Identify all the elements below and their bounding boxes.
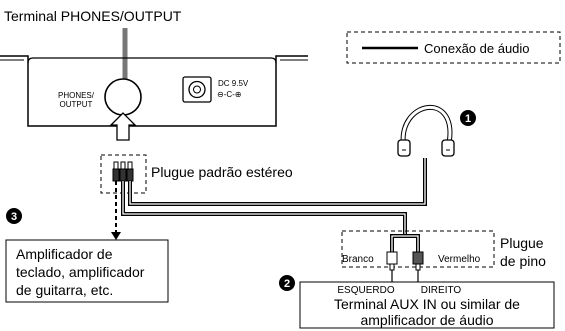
- stereo-plug-label: Plugue padrão estéreo: [151, 164, 293, 180]
- legend-box: [346, 31, 561, 64]
- marker-amplifier-number: 2: [284, 278, 290, 290]
- red-pin-plug-icon: [412, 251, 424, 271]
- pin-plug-label-line1: Plugue: [500, 235, 544, 251]
- red-plug-label: Vermelho: [438, 254, 481, 265]
- aux-in-line2: amplificador de áudio: [360, 312, 493, 328]
- marker-amplifier: [279, 275, 295, 291]
- left-channel-label: ESQUERDO: [337, 285, 394, 296]
- phones-output-jack[interactable]: [104, 78, 142, 116]
- jack-label-line2: OUTPUT: [60, 100, 93, 109]
- audio-cable-inner: [122, 181, 406, 236]
- audio-cable-outer: [121, 181, 407, 236]
- keyboard-amp-box: [5, 239, 169, 303]
- cable-arrow-icon: [111, 232, 121, 240]
- white-plug-label: Branco: [342, 254, 374, 265]
- dc-polarity-symbol: ⊖-C-⊕: [217, 90, 242, 99]
- keyboard-back-panel: [0, 55, 308, 127]
- pin-plug-box: [341, 230, 495, 268]
- jack-label-line1: PHONES/: [58, 91, 95, 100]
- marker-headphones: [460, 110, 476, 126]
- insert-arrow-icon: [109, 112, 137, 141]
- dc-power-jack: [182, 76, 212, 103]
- pin-split-inner: [391, 235, 419, 252]
- pin-plug-label-line2: de pino: [500, 253, 546, 269]
- dc-label: DC 9.5V: [218, 79, 249, 88]
- white-pin-plug-icon: [386, 251, 398, 271]
- phones-output-terminal-label: Terminal PHONES/OUTPUT: [4, 8, 182, 24]
- keyboard-amp-line1: Amplificador de: [16, 246, 113, 262]
- stereo-plug-icon: [112, 161, 134, 182]
- right-channel-label: DIREITO: [421, 285, 462, 296]
- headphone-cable-inner: [129, 158, 426, 205]
- pin-split-outer: [390, 234, 420, 252]
- headphones-icon: [397, 105, 455, 157]
- legend-text: Conexão de áudio: [424, 41, 530, 56]
- marker-keyboard-amp: [6, 208, 22, 224]
- aux-in-box: [299, 281, 555, 329]
- keyboard-amp-line2: teclado, amplificador: [16, 264, 145, 280]
- marker-headphones-number: 1: [465, 113, 471, 125]
- aux-in-line1: Terminal AUX IN ou similar de: [334, 296, 520, 312]
- marker-keyboard-amp-number: 3: [11, 211, 17, 223]
- keyboard-amp-line3: de guitarra, etc.: [16, 282, 113, 298]
